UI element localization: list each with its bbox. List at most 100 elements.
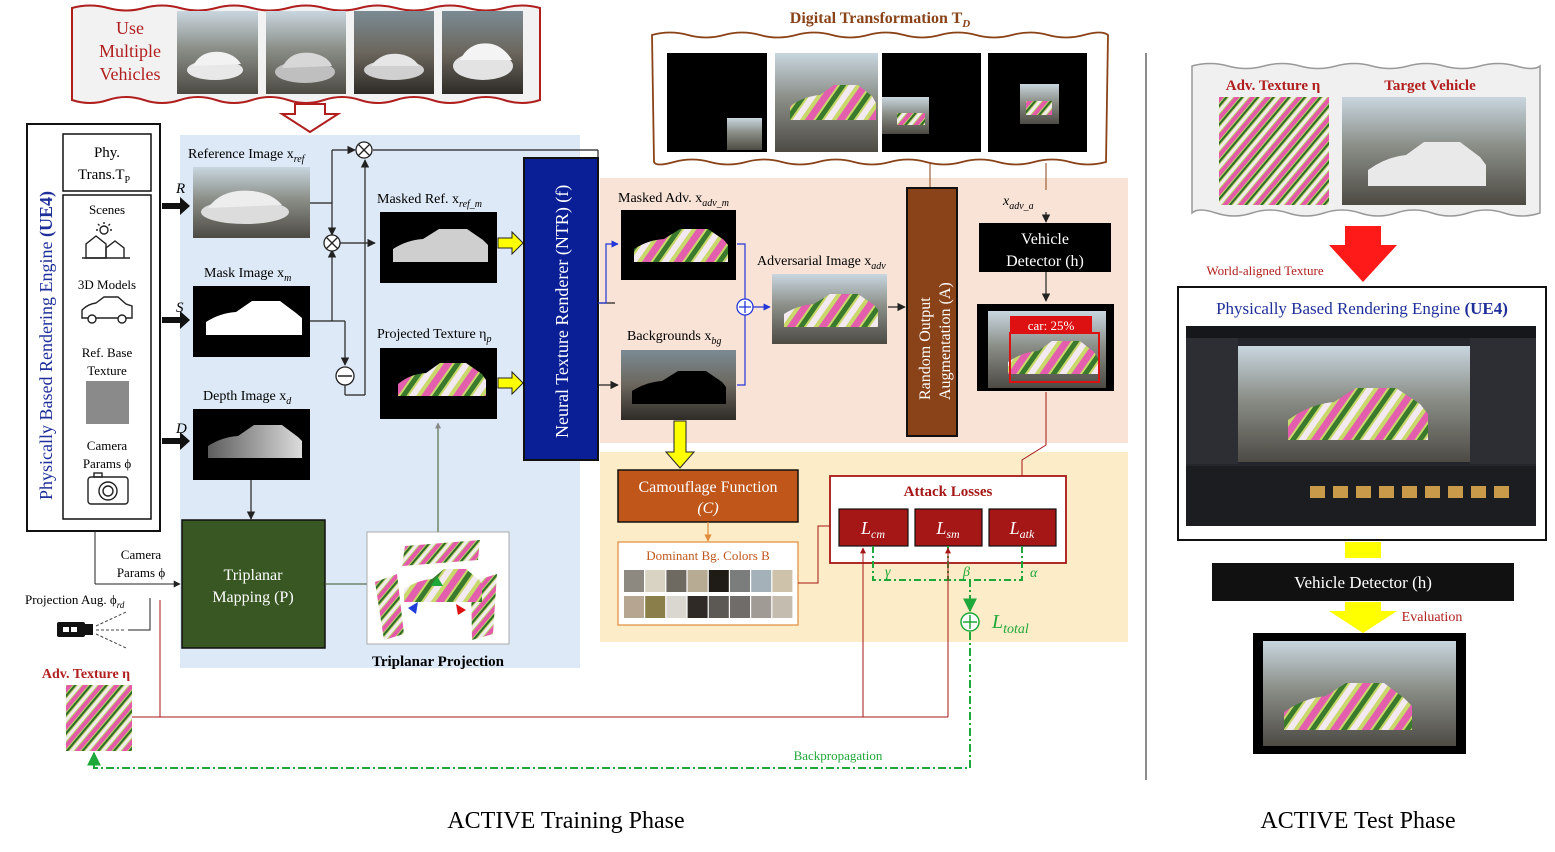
camera-icon (87, 472, 129, 505)
mask-image-label: Mask Image xm (204, 266, 291, 284)
masked-adv-panel: Masked Adv. xadv_m (618, 191, 736, 280)
projection-plane-top (402, 540, 480, 566)
backgrounds-label: Backgrounds xbg (627, 329, 721, 347)
digital-frame-2-car (790, 85, 876, 120)
input-s-arrow (162, 311, 190, 329)
camouflage-function-box: Camouflage Function (C) (617, 469, 799, 523)
input-arrows: R S D (162, 181, 190, 450)
reference-image-panel: Reference Image xref (188, 147, 310, 238)
camera-label-1: Camera (87, 438, 128, 453)
depth-image-label: Depth Image xd (203, 389, 292, 407)
backpropagation-path (87, 632, 971, 769)
loss-cm-label: Lcm (860, 518, 885, 541)
loss-cm-box (838, 508, 909, 547)
multiple-vehicles-panel: Use Multiple Vehicles (71, 4, 541, 134)
base-texture-swatch (86, 381, 129, 424)
test-detector-box (1212, 563, 1514, 601)
color-swatch (730, 596, 750, 618)
training-phase-title: ACTIVE Training Phase (447, 808, 684, 834)
masked-adv-label: Masked Adv. xadv_m (618, 191, 729, 209)
triplanar-projection-panel (366, 531, 510, 645)
loss-sm-label: Lsm (935, 518, 960, 541)
vehicle-photo-3 (354, 11, 434, 94)
depth-image-car (208, 425, 302, 458)
digital-transformation-title: Digital Transformation TD (790, 10, 970, 30)
weight-alpha: α (1030, 566, 1038, 581)
weight-gamma: γ (885, 565, 891, 580)
masked-adv-car (634, 229, 728, 262)
color-swatch (730, 570, 750, 592)
vehicle-detector-box: Vehicle Detector (h) (979, 223, 1111, 272)
projection-aug-label: Projection Aug. ϕrd (25, 592, 125, 610)
input-d-arrow (162, 432, 190, 450)
color-swatch (645, 596, 666, 618)
projection-aug-line (128, 598, 151, 631)
camera-params-label-1: Camera (121, 547, 162, 562)
color-swatch (751, 596, 772, 618)
color-swatch (624, 570, 644, 592)
camouflage-label-2: (C) (697, 500, 718, 517)
test-target-vehicle-label: Target Vehicle (1384, 78, 1476, 94)
projection-plane-left (375, 574, 404, 640)
detection-label-bg (1010, 316, 1092, 334)
detector-label-2: Detector (h) (1006, 253, 1084, 270)
test-red-down-arrow (1329, 226, 1397, 282)
color-swatch (708, 570, 729, 592)
scenes-label: Scenes (89, 202, 125, 217)
vehicles-label-3: Vehicles (100, 64, 161, 84)
backgrounds-panel: Backgrounds xbg (621, 329, 736, 420)
camera-params-label-2: Params ϕ (117, 565, 166, 580)
masked-ref-car (393, 229, 488, 262)
neural-texture-renderer: Neural Texture Renderer (NTR) (f) (523, 157, 599, 461)
color-swatch (708, 596, 729, 618)
depth-image-panel: Depth Image xd (193, 389, 310, 480)
detection-output-panel: car: 25% (977, 304, 1114, 391)
vehicle-photo-1 (177, 11, 258, 94)
loss-atk-box (988, 508, 1057, 547)
roa-label-2: Augmentation (A) (937, 282, 954, 400)
color-swatch (772, 570, 793, 592)
detection-label: car: 25% (1028, 318, 1075, 333)
test-engine-panel: Physically Based Rendering Engine (UE4) (1177, 286, 1547, 541)
yellow-arrow-bg-to-camouflage (664, 420, 696, 469)
triplanar-label-1: Triplanar (224, 567, 284, 584)
test-yellow-connector-1 (1345, 542, 1381, 558)
masked-ref-panel: Masked Ref. xref_m (377, 192, 497, 283)
input-r-arrow (162, 197, 190, 215)
triplanar-label-2: Mapping (P) (212, 589, 293, 606)
test-inputs-panel: Adv. Texture η Target Vehicle (1191, 62, 1541, 217)
input-s-label: S (176, 300, 184, 316)
plus-operator (736, 298, 754, 316)
digital-frame-1-crop (727, 118, 762, 150)
projected-texture-label: Projected Texture ηp (377, 327, 492, 345)
vehicles-label-2: Multiple (99, 41, 161, 61)
projector-icon (57, 611, 127, 649)
subtract-operator (335, 366, 355, 386)
multiply-operator-top (355, 141, 373, 159)
colors-to-lcm-arrow (798, 523, 837, 584)
yellow-arrow-tex-to-ntr (497, 370, 524, 396)
color-swatch (687, 596, 708, 618)
dominant-colors-label: Dominant Bg. Colors B (646, 548, 770, 563)
projection-car (404, 569, 482, 602)
phy-trans-box (62, 133, 152, 192)
input-d-label: D (175, 421, 187, 437)
base-texture-line1: Ref. Base (82, 345, 133, 360)
projected-texture-panel: Projected Texture ηp (377, 327, 497, 419)
test-result-panel (1253, 633, 1466, 754)
triplanar-mapping-box: Triplanar Mapping (P) (181, 519, 326, 649)
base-texture-line2: Texture (87, 363, 127, 378)
models-label: 3D Models (78, 277, 136, 292)
test-yellow-down-arrow (1329, 602, 1397, 633)
ue4-viewport-car (1288, 388, 1428, 440)
ue4-engine-panel: Physically Based Rendering Engine (UE4) … (26, 123, 161, 532)
loss-sm-box (914, 508, 983, 547)
scenes-icon (82, 222, 130, 259)
vehicle-photo-4 (442, 11, 523, 94)
test-engine-title: Physically Based Rendering Engine (UE4) (1216, 299, 1508, 318)
evaluation-label: Evaluation (1402, 610, 1463, 625)
ue4-vertical-title: Physically Based Rendering Engine (UE4) (36, 191, 57, 500)
reference-image-label: Reference Image xref (188, 147, 306, 165)
digital-transformation-panel: Digital Transformation TD (651, 10, 1109, 166)
detector-label-1: Vehicle (1021, 231, 1069, 248)
